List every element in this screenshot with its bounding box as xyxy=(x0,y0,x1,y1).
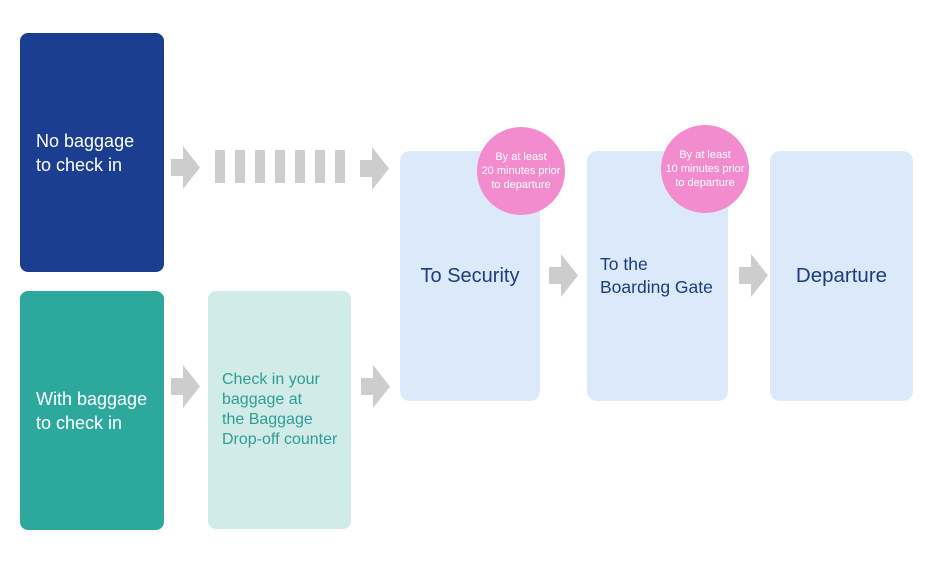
node-departure-label: Departure xyxy=(795,264,888,287)
deadline-badge-10-minutes-label: By at least 10 minutes prior to departur… xyxy=(665,149,745,189)
arrow-right-icon xyxy=(739,253,768,298)
node-with-baggage: With baggage to check in xyxy=(20,291,164,530)
dash-segment xyxy=(335,150,345,183)
arrow-right-icon xyxy=(360,146,389,191)
node-baggage-dropoff-label: Check in your baggage at the Baggage Dro… xyxy=(222,371,338,448)
dashed-connector xyxy=(215,150,345,183)
node-baggage-dropoff: Check in your baggage at the Baggage Dro… xyxy=(208,291,351,529)
arrow-right-icon xyxy=(361,364,390,409)
arrow-right-icon xyxy=(549,253,578,298)
node-no-baggage-label: No baggage to check in xyxy=(36,130,135,175)
arrow-right-icon xyxy=(171,364,200,409)
dash-segment xyxy=(295,150,305,183)
dash-segment xyxy=(315,150,325,183)
node-boarding-gate-label: To the Boarding Gate xyxy=(600,254,713,297)
deadline-badge-10-minutes: By at least 10 minutes prior to departur… xyxy=(661,125,749,213)
dash-segment xyxy=(215,150,225,183)
dash-segment xyxy=(235,150,245,183)
deadline-badge-20-minutes-label: By at least 20 minutes prior to departur… xyxy=(481,151,561,191)
dash-segment xyxy=(255,150,265,183)
node-security-label: To Security xyxy=(420,264,520,287)
dash-segment xyxy=(275,150,285,183)
node-departure: Departure xyxy=(770,151,913,401)
arrow-right-icon xyxy=(171,145,200,190)
deadline-badge-20-minutes: By at least 20 minutes prior to departur… xyxy=(477,127,565,215)
node-with-baggage-label: With baggage to check in xyxy=(36,388,148,433)
node-no-baggage: No baggage to check in xyxy=(20,33,164,272)
